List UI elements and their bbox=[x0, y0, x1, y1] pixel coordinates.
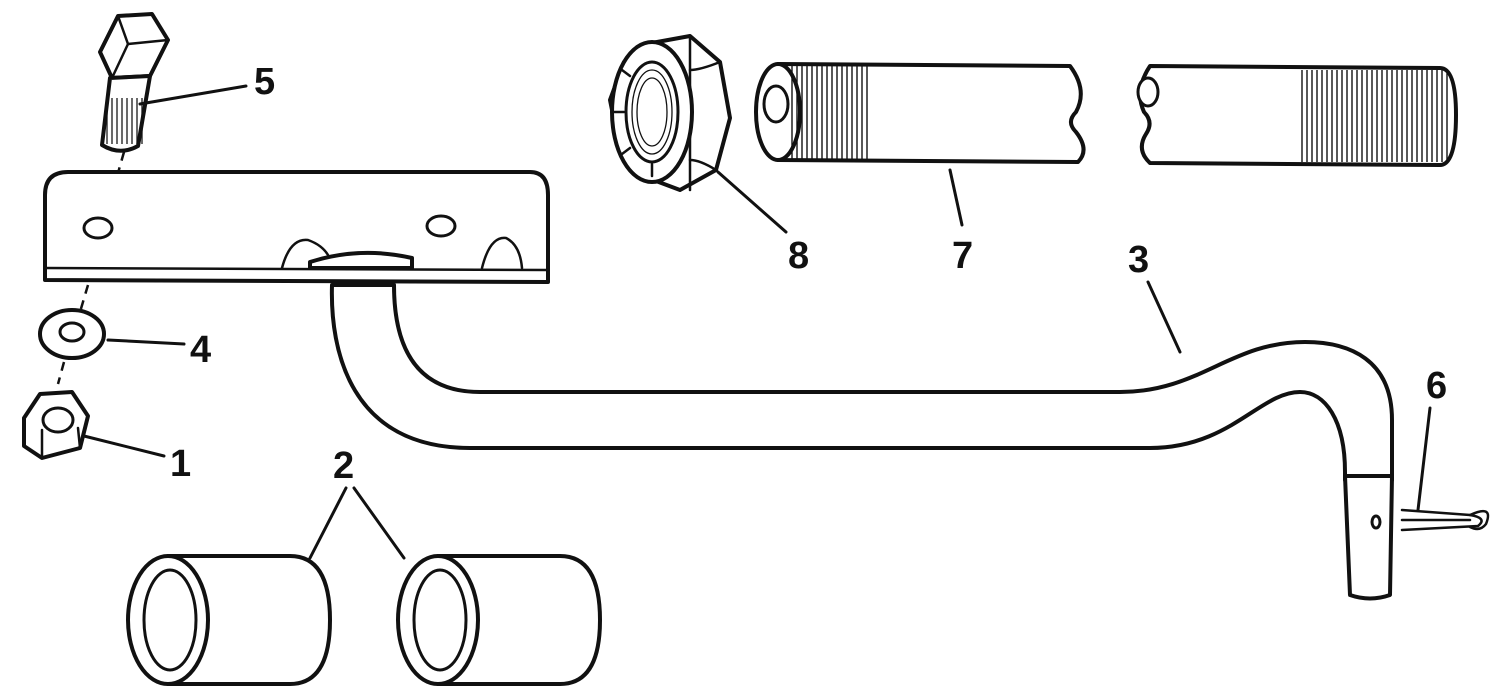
hex-nut-part bbox=[22, 390, 90, 460]
flat-washer-part bbox=[38, 308, 106, 385]
callout-1: 1 bbox=[170, 443, 191, 485]
callout-2: 2 bbox=[333, 445, 354, 487]
bent-rod-part bbox=[329, 283, 1394, 601]
callout-3: 3 bbox=[1128, 239, 1149, 281]
threaded-tube-right-part bbox=[1136, 64, 1458, 167]
hex-bolt-part bbox=[98, 12, 170, 209]
callout-7: 7 bbox=[952, 235, 973, 277]
mounting-plate bbox=[43, 170, 550, 313]
callout-5: 5 bbox=[254, 61, 275, 103]
bushing-right-part bbox=[396, 554, 602, 686]
bushing-left-part bbox=[126, 554, 332, 686]
callout-8: 8 bbox=[788, 235, 809, 277]
callout-4: 4 bbox=[190, 329, 211, 371]
leader-lines bbox=[82, 84, 1432, 560]
callout-6: 6 bbox=[1426, 365, 1447, 407]
cotter-pin-part bbox=[1400, 508, 1490, 532]
threaded-tube-left-part bbox=[754, 62, 1086, 164]
lock-nut-part bbox=[608, 34, 732, 192]
